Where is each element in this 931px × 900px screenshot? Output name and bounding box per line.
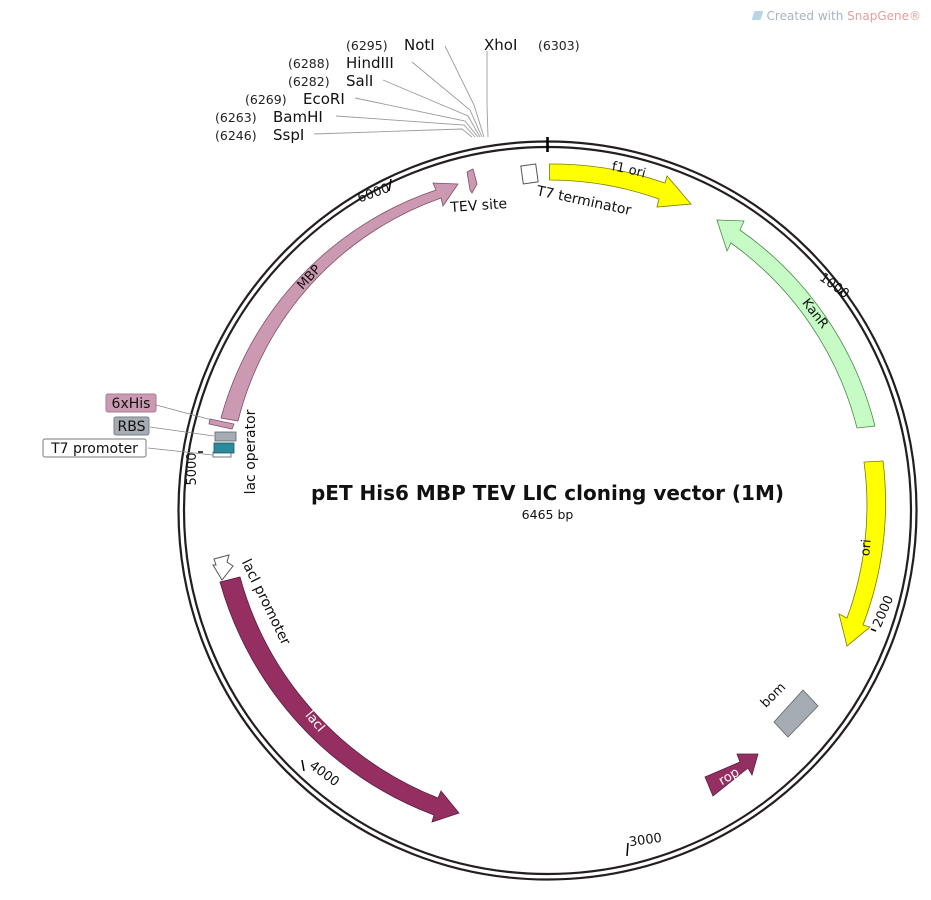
t7-promoter-leader xyxy=(147,447,214,456)
site-xhoi-pos: (6303) xyxy=(538,38,580,53)
sali-leader xyxy=(382,79,481,138)
t7-promoter-label: T7 promoter xyxy=(50,441,138,457)
rbs-tag xyxy=(113,416,150,436)
tick-3000: 3000 xyxy=(626,831,663,857)
feature-kanr[interactable]: KanR xyxy=(716,219,876,429)
site-sspi[interactable]: (6246) SspI xyxy=(215,126,304,144)
feature-t7-promoter[interactable]: T7 promoter xyxy=(42,438,235,458)
bom-box[interactable] xyxy=(773,689,819,738)
watermark-brand: SnapGene® xyxy=(847,9,921,23)
rbs-leader xyxy=(149,426,215,437)
site-ecori-pos: (6269) xyxy=(245,92,287,107)
feature-laci[interactable]: lacI xyxy=(219,576,460,823)
bom-label: bom xyxy=(758,680,789,711)
feature-mbp[interactable]: MBP xyxy=(220,182,459,422)
feature-tev-site[interactable]: TEV site xyxy=(449,168,508,216)
tick-5000: 5000 xyxy=(185,451,203,486)
map-length: 6465 bp xyxy=(522,507,574,522)
site-xhoi-name: XhoI xyxy=(484,36,517,54)
xhoi-leader xyxy=(486,51,489,138)
6xhis-tag xyxy=(105,393,157,413)
site-xhoi[interactable]: XhoI (6303) xyxy=(484,36,580,54)
site-hindiii[interactable]: (6288) HindIII xyxy=(288,54,394,72)
6xhis-arrow[interactable] xyxy=(208,418,235,430)
feature-ori[interactable]: ori xyxy=(838,460,886,647)
tev-site-label: TEV site xyxy=(449,196,508,216)
site-bamhi-name: BamHI xyxy=(273,108,323,126)
feature-bom[interactable]: bom xyxy=(758,680,819,738)
site-bamhi-pos: (6263) xyxy=(215,110,257,125)
tick-1000: 1000 xyxy=(816,270,852,302)
site-ecori-name: EcoRI xyxy=(303,90,345,108)
site-labels: (6295) NotI XhoI (6303) (6288) HindIII (… xyxy=(215,36,580,144)
bamhi-leader xyxy=(335,115,476,138)
map-title: pET His6 MBP TEV LIC cloning vector (1M) xyxy=(311,481,784,505)
f1-ori-arrow[interactable] xyxy=(549,163,692,208)
tick-label-5000: 5000 xyxy=(185,452,200,485)
site-sali[interactable]: (6282) SalI xyxy=(288,72,373,90)
site-noti-name: NotI xyxy=(404,36,435,54)
sspi-leader xyxy=(313,128,473,138)
noti-leader xyxy=(444,45,485,138)
laci-arrow[interactable] xyxy=(219,576,460,823)
tev-site-arrow[interactable] xyxy=(466,168,478,194)
laci-promoter-arrow[interactable] xyxy=(212,554,234,581)
site-hindiii-name: HindIII xyxy=(346,54,394,72)
tick-label-3000: 3000 xyxy=(628,831,663,850)
rbs-box[interactable] xyxy=(214,431,237,442)
tick-label-1000: 1000 xyxy=(816,270,852,302)
hindiii-leader xyxy=(411,61,483,138)
site-noti[interactable]: (6295) NotI xyxy=(346,36,435,54)
t7-promoter-box[interactable] xyxy=(213,442,235,454)
site-leaders xyxy=(313,45,489,138)
site-ecori[interactable]: (6269) EcoRI xyxy=(245,90,345,108)
rop-arrow[interactable] xyxy=(704,753,759,797)
site-sali-pos: (6282) xyxy=(288,74,330,89)
site-sspi-pos: (6246) xyxy=(215,128,257,143)
6xhis-label: 6xHis xyxy=(112,396,151,412)
feature-6xhis[interactable]: 6xHis xyxy=(105,393,235,430)
site-sspi-name: SspI xyxy=(273,126,304,144)
t7-promoter-tag xyxy=(42,438,147,458)
ecori-leader xyxy=(354,97,479,138)
lac-operator-label: lac operator xyxy=(243,409,259,494)
feature-f1-ori[interactable]: f1 ori xyxy=(549,159,692,208)
watermark-text: Created with xyxy=(766,9,848,23)
t7-terminator-box[interactable] xyxy=(520,163,539,185)
tick-6000: 6000 xyxy=(356,178,392,206)
tick-label-6000: 6000 xyxy=(356,181,392,206)
mbp-arrow[interactable] xyxy=(220,182,459,422)
site-hindiii-pos: (6288) xyxy=(288,56,330,71)
feature-rop[interactable]: rop xyxy=(704,753,759,797)
ori-label: ori xyxy=(858,539,874,557)
kanr-arrow[interactable] xyxy=(716,219,876,429)
site-sali-name: SalI xyxy=(346,72,373,90)
t7-terminator-label: T7 terminator xyxy=(534,183,633,219)
feature-rbs[interactable]: RBS xyxy=(113,416,237,442)
snapgene-watermark: Created with SnapGene® xyxy=(751,9,921,23)
site-noti-pos: (6295) xyxy=(346,38,388,53)
rbs-label: RBS xyxy=(118,419,146,435)
site-bamhi[interactable]: (6263) BamHI xyxy=(215,108,323,126)
tick-label-4000: 4000 xyxy=(306,758,342,790)
ori-arrow[interactable] xyxy=(838,460,886,647)
6xhis-leader xyxy=(155,404,213,421)
